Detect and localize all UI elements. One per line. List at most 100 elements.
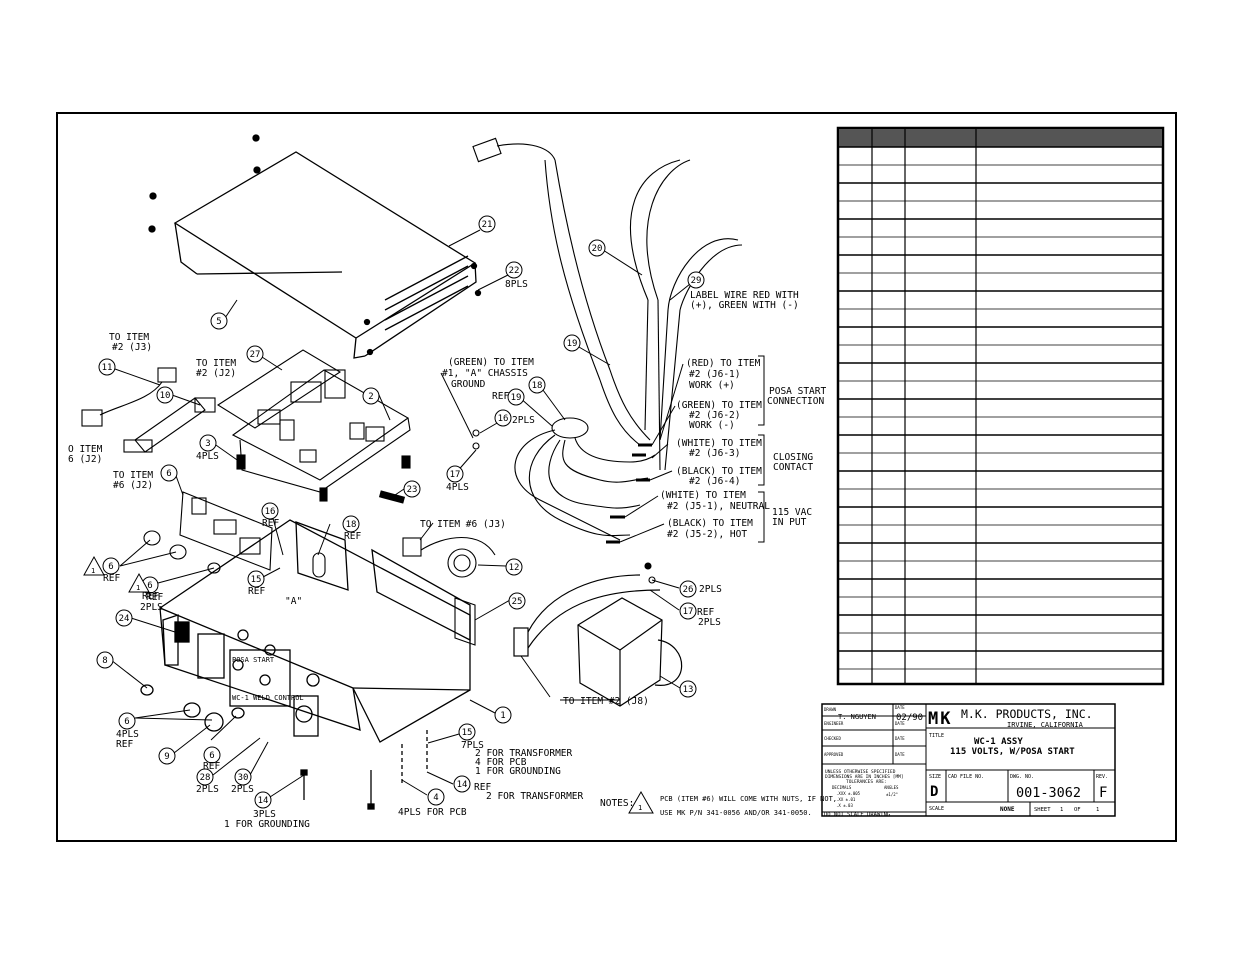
label-for-transformer: 2 FOR TRANSFORMER [475,748,573,759]
tb-date-label: DATE [895,705,905,710]
callout-number-c17a: 17 [683,607,694,617]
label-j6-3: #2 (J6-3) [689,448,740,459]
label-view-a: "A" [285,596,302,607]
label-4pls: 4PLS [446,482,469,493]
label-to-item6-j2: TO ITEM [113,470,153,481]
callout-number-c28: 28 [200,773,211,783]
callout-number-c27: 27 [250,350,261,360]
label-j6-4: #2 (J6-4) [689,476,740,487]
tb-of: 1 [1096,807,1099,813]
company-logo: MK [928,709,952,729]
tb-do-not-scale: DO NOT SCALE DRAWING [824,812,890,818]
tb-engineer-label: ENGINEER [824,721,844,726]
callout-bubble-c23 [403,480,421,498]
label-input: IN PUT [772,517,807,528]
note-line-2: USE MK P/N 341-0056 AND/OR 341-0050. [660,809,812,817]
callout-bubble-c10 [156,386,174,404]
callout-bubble-c17a [679,602,697,620]
callout-bubble-c12 [505,558,523,576]
tb-date: 02/90 [896,713,923,723]
callout-bubble-c16a [261,502,279,520]
tb-date-label: DATE [895,721,905,726]
label-ref: REF [697,607,714,618]
label-to-item2-j8: TO ITEM #2 (J8) [563,696,649,707]
callout-number-c11: 11 [102,363,113,373]
label-black-to-item2: (BLACK) TO ITEM [676,466,762,477]
label-2pls: 2PLS [699,584,722,595]
callout-bubble-c20 [588,239,606,257]
callout-bubble-c2 [362,387,380,405]
callout-number-c2: 2 [368,392,373,402]
callout-number-c19a: 19 [567,339,578,349]
tb-sheet: 1 [1060,807,1063,813]
tb-cad-label: CAD FILE NO. [948,774,984,780]
label-115-vac: 115 VAC [772,507,812,518]
callout-bubble-c8 [96,651,114,669]
callout-number-c9: 9 [164,752,169,762]
callout-bubble-c25 [508,592,526,610]
callout-number-c6b: 6 [108,562,113,572]
label-2pls: 2PLS [196,784,219,795]
tb-title-line2: 115 VOLTS, W/POSA START [950,747,1075,757]
note-flag-numbers: 1 1 1 [91,567,642,812]
callout-number-c15b: 15 [462,728,473,738]
label-to-item2-j3-ref: #2 (J3) [112,342,152,353]
label-j6-1: #2 (J6-1) [689,369,740,380]
tb-xx: .XX ±.01 [836,797,856,802]
tb-rev: F [1099,785,1107,801]
sheet-border [56,112,1177,842]
label-2pls: 2PLS [140,602,163,613]
ribbon-harness [81,367,216,453]
label-7pls: 7PLS [461,740,484,751]
tb-ang: ±1/2° [886,792,898,797]
label-ground: GROUND [451,379,486,390]
label-o-item6-j2: O ITEM [68,444,103,455]
label-to-item6-j2-ref: #6 (J2) [113,480,153,491]
callout-bubble-c27 [246,345,264,363]
label-green-to-item1: (GREEN) TO ITEM [448,357,534,368]
callout-number-c23: 23 [407,485,418,495]
callout-number-c16a: 16 [265,507,276,517]
callout-number-c22: 22 [509,266,520,276]
label-white-to-item2-j5: (WHITE) TO ITEM [660,490,746,501]
callout-number-c6d: 6 [124,717,129,727]
flag-number: 1 [638,804,642,812]
tb-title-line1: WC-1 ASSY [974,737,1023,747]
label-4pls: 4PLS [196,451,219,462]
label-white-to-item2: (WHITE) TO ITEM [676,438,762,449]
tb-drawn-by: T. NGUYEN [838,713,876,721]
flag-number: 1 [136,584,140,592]
callout-number-c25: 25 [512,597,523,607]
callout-bubble-c6b [102,557,120,575]
callout-bubble-c5 [210,312,228,330]
tb-date-label: DATE [895,752,905,757]
label-ref: REF [116,739,133,750]
callout-bubble-c9 [158,747,176,765]
callout-bubble-c15b [458,723,476,741]
label-2pls: 2PLS [231,784,254,795]
label-ref: REF [474,782,491,793]
note-flags [83,555,654,814]
label-2pls: 2PLS [698,617,721,628]
callout-bubble-c18a [342,515,360,533]
label-to-item2-j2-ref: #2 (J2) [196,368,236,379]
wire-group-brackets [758,355,765,543]
label-for-transformer: 2 FOR TRANSFORMER [486,791,584,802]
tb-angles: ANGLES [884,785,899,790]
callout-number-c18a: 18 [346,520,357,530]
label-closing: CLOSING [773,452,813,463]
callout-number-c6e: 6 [209,751,214,761]
parts-list-table [836,126,1165,686]
callout-bubble-c30 [234,768,252,786]
callout-number-c18b: 18 [532,381,543,391]
tb-city: IRVINE, CALIFORNIA [1007,721,1084,729]
drawing-labels: 8PLS TO ITEM #2 (J3) TO ITEM #2 (J2) O I… [68,279,837,830]
label-work-plus: WORK (+) [689,380,735,391]
tb-date-label: DATE [895,736,905,741]
tb-sheet-label: SHEET [1034,807,1051,813]
bracket [402,536,496,646]
tb-tolerance-3: TOLERANCES ARE: [846,779,887,785]
label-ref: REF [203,761,220,772]
